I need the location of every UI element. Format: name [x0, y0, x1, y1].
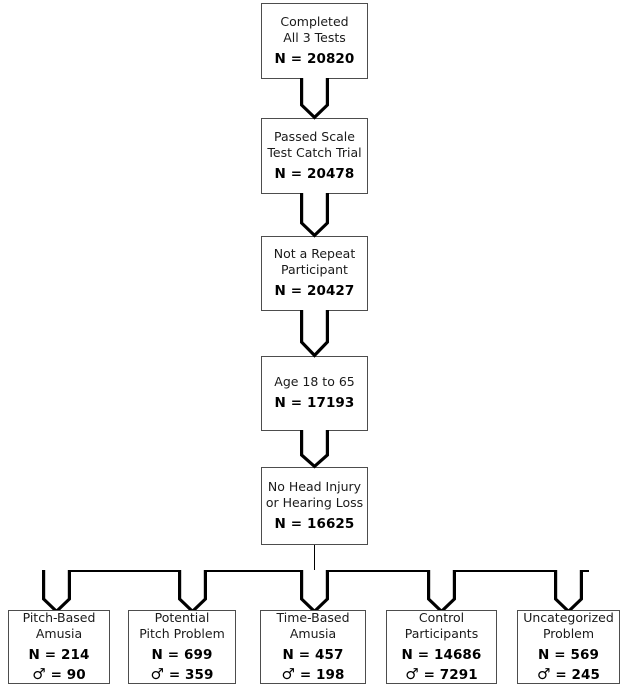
outcome-node-potential-pitch-problem: Potential Pitch Problem N = 699 ♂ = 359: [128, 610, 236, 684]
flow-node-passed-scale-test-catch-trial: Passed Scale Test Catch Trial N = 20478: [261, 118, 368, 194]
outcome-node-title: Time-Based Amusia: [276, 609, 350, 641]
branch-arrow-potential-pitch-problem: [178, 570, 207, 614]
connector-arrow-1: [300, 78, 329, 120]
branch-arrow-uncategorized-problem: [554, 570, 583, 614]
male-count-value: = 245: [550, 667, 601, 683]
outcome-node-count: N = 699: [151, 646, 213, 663]
flow-node-title: Age 18 to 65: [274, 374, 355, 390]
flow-node-count: N = 16625: [274, 515, 355, 532]
outcome-node-pitch-based-amusia: Pitch-Based Amusia N = 214 ♂ = 90: [8, 610, 110, 684]
male-symbol-icon: ♂: [150, 665, 165, 683]
male-count-value: = 90: [45, 667, 86, 683]
outcome-node-title: Pitch-Based Amusia: [22, 609, 96, 641]
flow-node-completed-all-3-tests: Completed All 3 Tests N = 20820: [261, 3, 368, 79]
branch-arrow-pitch-based-amusia: [42, 570, 71, 614]
outcome-node-count: N = 214: [28, 646, 90, 663]
connector-arrow-3: [300, 310, 329, 358]
male-symbol-icon: ♂: [32, 665, 46, 683]
outcome-node-male-count: ♂ = 359: [150, 665, 213, 684]
flow-node-title: Completed All 3 Tests: [280, 13, 349, 45]
flow-node-title: Not a Repeat Participant: [273, 246, 356, 278]
outcome-node-male-count: ♂ = 90: [32, 665, 86, 684]
male-symbol-icon: ♂: [405, 665, 419, 683]
male-count-value: = 7291: [418, 667, 478, 683]
flow-node-title: Passed Scale Test Catch Trial: [267, 128, 362, 160]
branch-stem: [313, 545, 316, 571]
male-symbol-icon: ♂: [281, 665, 296, 683]
flow-node-count: N = 20478: [274, 165, 355, 182]
outcome-node-male-count: ♂ = 245: [537, 665, 600, 684]
branch-arrow-control-participants: [427, 570, 456, 614]
flow-node-count: N = 20820: [274, 50, 355, 67]
connector-arrow-2: [300, 193, 329, 238]
outcome-node-count: N = 14686: [401, 646, 482, 663]
outcome-node-count: N = 569: [538, 646, 599, 663]
connector-arrow-4: [300, 430, 329, 469]
outcome-node-male-count: ♂ = 7291: [405, 665, 478, 684]
outcome-node-title: Potential Pitch Problem: [139, 609, 225, 641]
flow-node-count: N = 17193: [274, 395, 355, 412]
outcome-node-title: Uncategorized Problem: [523, 609, 614, 641]
male-count-value: = 359: [164, 667, 214, 683]
outcome-node-control-participants: Control Participants N = 14686 ♂ = 7291: [386, 610, 497, 684]
outcome-node-count: N = 457: [282, 646, 344, 663]
flow-node-no-head-injury-or-hearing-loss: No Head Injury or Hearing Loss N = 16625: [261, 467, 368, 545]
male-symbol-icon: ♂: [536, 665, 551, 683]
branch-arrow-time-based-amusia: [300, 570, 329, 614]
flow-node-count: N = 20427: [274, 283, 355, 300]
flow-node-age-18-to-65: Age 18 to 65 N = 17193: [261, 356, 368, 431]
outcome-node-uncategorized-problem: Uncategorized Problem N = 569 ♂ = 245: [517, 610, 620, 684]
male-count-value: = 198: [295, 667, 345, 683]
outcome-node-male-count: ♂ = 198: [281, 665, 344, 684]
flow-node-not-a-repeat-participant: Not a Repeat Participant N = 20427: [261, 236, 368, 311]
outcome-node-title: Control Participants: [404, 609, 479, 641]
flow-node-title: No Head Injury or Hearing Loss: [265, 478, 364, 510]
outcome-node-time-based-amusia: Time-Based Amusia N = 457 ♂ = 198: [260, 610, 366, 684]
